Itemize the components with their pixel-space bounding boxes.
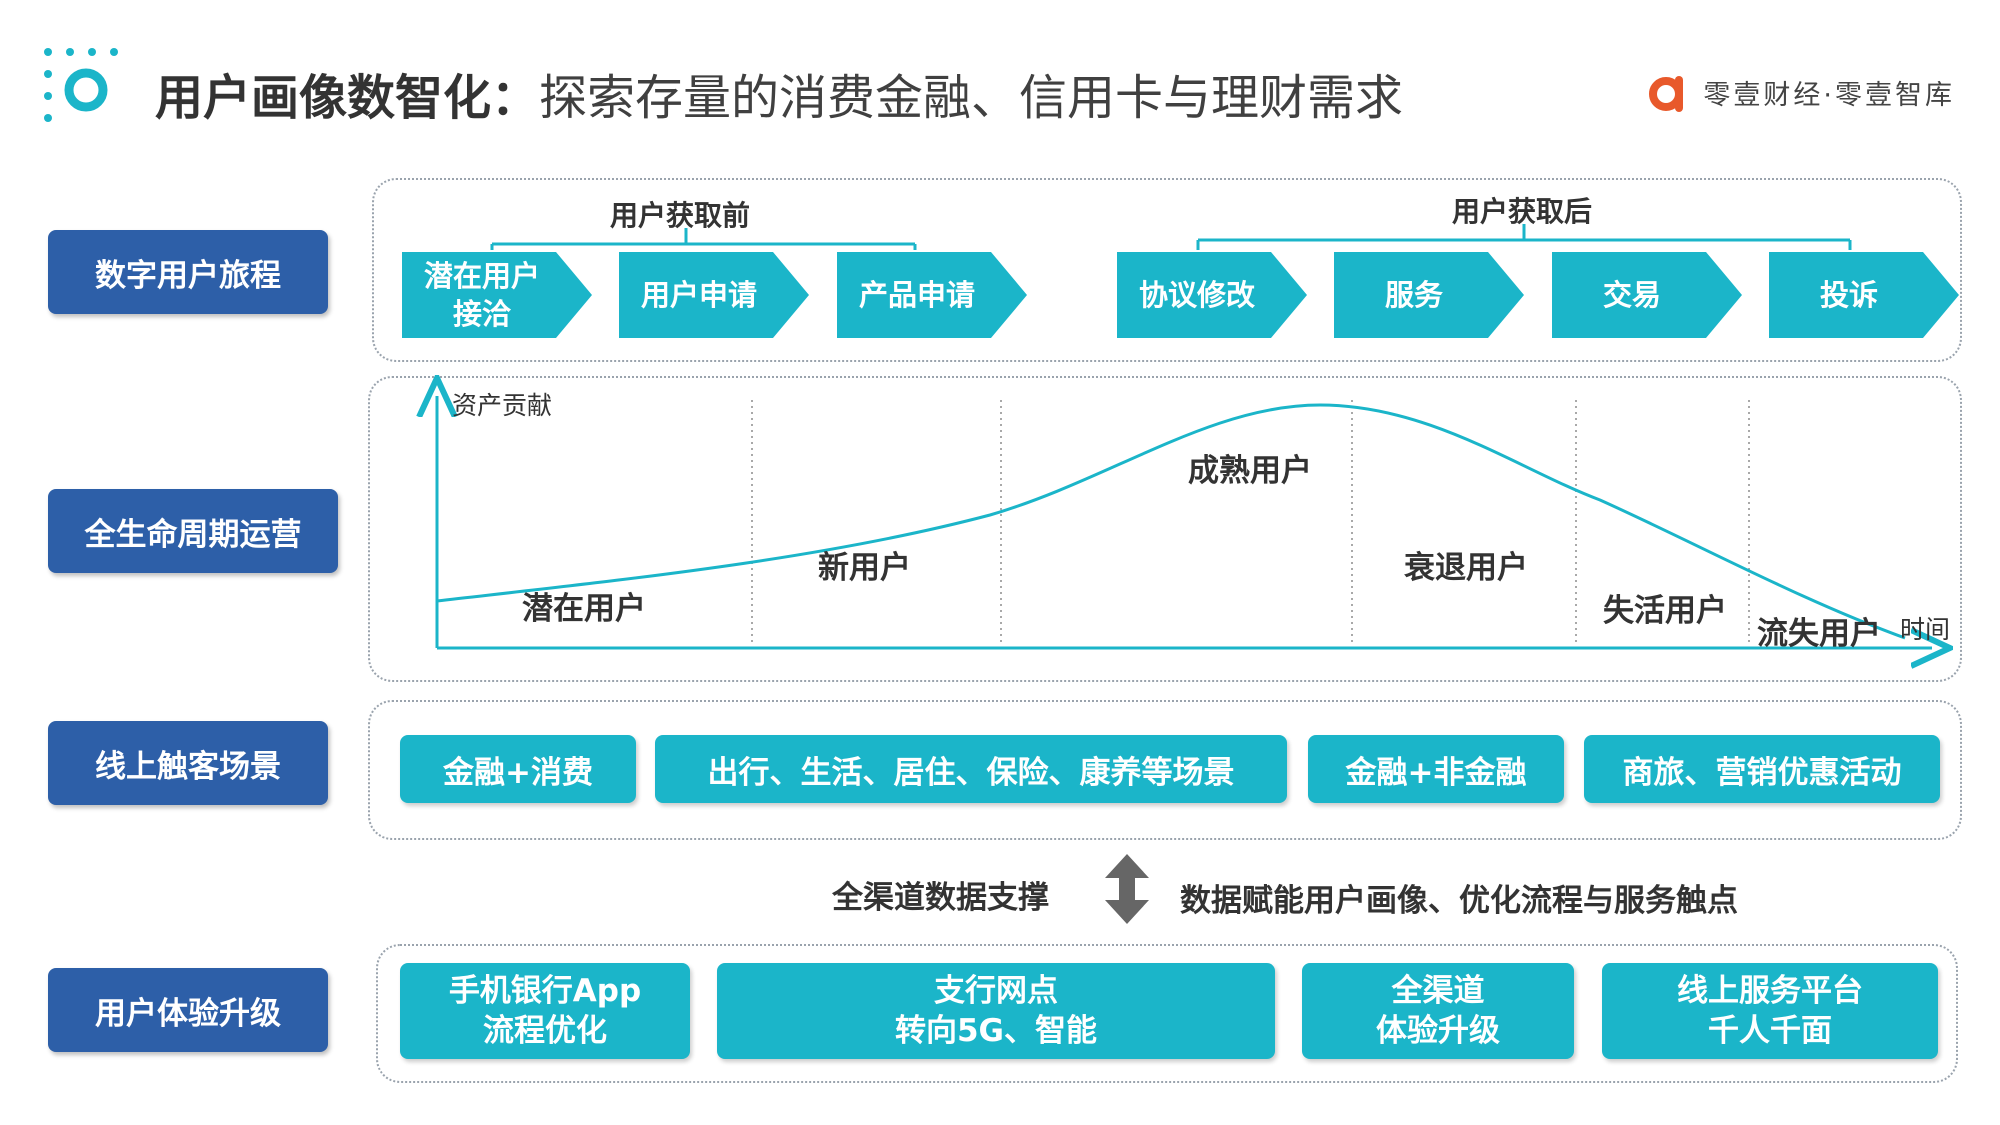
row-label-scenes: 线上触客场景 <box>48 721 328 805</box>
stage-label: 流失用户 <box>1757 616 1881 652</box>
title-bold: 用户画像数智化： <box>155 70 540 126</box>
page-title: 用户画像数智化：探索存量的消费金融、信用卡与理财需求 <box>155 58 1403 128</box>
scene-tag: 出行、生活、居住、保险、康养等场景 <box>655 735 1287 803</box>
title-rest: 探索存量的消费金融、信用卡与理财需求 <box>539 70 1404 126</box>
journey-brackets <box>490 224 1852 250</box>
journey-step: 用户申请 <box>619 252 809 338</box>
experience-item: 全渠道 体验升级 <box>1302 963 1574 1059</box>
phase-after-label: 用户获取后 <box>1452 195 1593 228</box>
experience-item: 手机银行App 流程优化 <box>400 963 690 1059</box>
lifecycle-chart <box>0 0 2000 700</box>
journey-step: 交易 <box>1552 252 1742 338</box>
journey-step: 潜在用户 接洽 <box>402 252 592 338</box>
stage-label: 潜在用户 <box>522 591 646 627</box>
x-axis-label: 时间 <box>1900 615 1951 644</box>
support-left-text: 全渠道数据支撑 <box>832 880 1049 916</box>
journey-step: 协议修改 <box>1117 252 1307 338</box>
lifecycle-curve <box>436 403 1906 640</box>
experience-item: 支行网点 转向5G、智能 <box>717 963 1275 1059</box>
scenes-panel <box>368 700 1962 840</box>
stage-label: 衰退用户 <box>1404 550 1528 586</box>
experience-panel <box>376 944 1958 1083</box>
row-label-experience: 用户体验升级 <box>48 968 328 1052</box>
brand-text: 零壹财经·零壹智库 <box>1703 79 1955 111</box>
stage-dividers <box>751 400 1750 645</box>
journey-step: 投诉 <box>1769 252 1959 338</box>
journey-step: 服务 <box>1334 252 1524 338</box>
lifecycle-panel <box>368 376 1962 682</box>
brand-a-icon <box>1649 76 1684 112</box>
row-label-lifecycle: 全生命周期运营 <box>48 489 338 573</box>
row-label-journey: 数字用户旅程 <box>48 230 328 314</box>
y-axis-label: 资产贡献 <box>452 391 553 420</box>
journey-panel <box>372 178 1962 362</box>
stage-label: 新用户 <box>818 550 911 586</box>
phase-before-label: 用户获取前 <box>610 199 751 232</box>
scene-tag: 金融+消费 <box>400 735 636 803</box>
double-arrow-vertical-icon <box>1105 854 1149 924</box>
experience-item: 线上服务平台 千人千面 <box>1602 963 1938 1059</box>
dot-ring-icon <box>44 48 118 122</box>
scene-tag: 商旅、营销优惠活动 <box>1584 735 1940 803</box>
scene-tag: 金融+非金融 <box>1308 735 1564 803</box>
brand-logo: 零壹财经·零壹智库 <box>1649 72 1955 112</box>
journey-step: 产品申请 <box>837 252 1027 338</box>
stage-label: 失活用户 <box>1603 593 1727 629</box>
support-right-text: 数据赋能用户画像、优化流程与服务触点 <box>1180 883 1738 919</box>
stage-label: 成熟用户 <box>1188 453 1312 489</box>
